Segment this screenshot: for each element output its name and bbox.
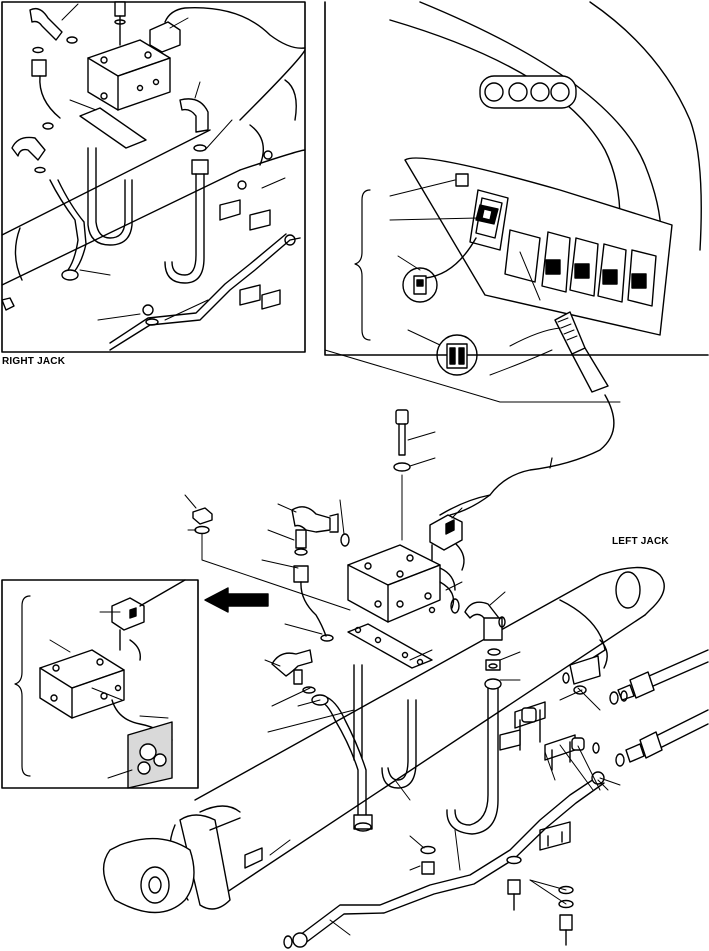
left-jack-cylinder [104,568,665,913]
valve-gasket-plate [348,624,432,668]
right-jack-u-pipe [88,148,132,245]
pointer-arrow [205,588,268,612]
switch-bank [505,230,656,306]
right-jack-bracket [2,298,14,310]
right-jack-top-bolt [115,2,125,45]
left-pipe-bend [312,695,372,831]
lower-fasteners [421,847,573,946]
right-jack-left-elbow [12,123,86,280]
u-pipe [354,665,416,788]
right-jack-solenoid [150,8,305,52]
right-jack-right-elbow [165,99,208,283]
main-leader-lines [185,432,620,935]
right-jack-leader-lines [62,4,285,320]
left-jack-label: LEFT JACK [612,536,669,547]
right-jack-valve-block [88,40,170,110]
left-detail-inset [2,580,198,788]
cab-leader-lines [390,180,540,345]
hydraulic-hoses [570,650,708,766]
switch-cable [450,395,614,515]
nut-and-washer [193,508,350,610]
cab-inset-brace [355,190,370,340]
harness-connector [490,312,608,392]
valve-mounting-bolt [394,410,410,540]
right-jack-cylinder [2,50,305,285]
right-jack-inset-frame [2,2,305,352]
left-jack-main-view [104,410,708,948]
switch-detail-icon [403,268,437,302]
connector-detail-icon [437,335,477,375]
left-detail-brace [15,596,30,776]
lower-elbow-fitting [272,650,315,693]
gauge-cluster [480,76,576,108]
valve-solenoid [430,495,490,570]
inset-connector-line [325,350,620,402]
pipe-clamps [500,702,584,850]
right-pipe-hook [447,679,501,834]
right-jack-inset [2,2,305,352]
valve-block [348,545,455,622]
cab-inset-frame [325,2,708,355]
right-jack-clamps [110,151,300,350]
o-rings [499,617,627,753]
panel-indicator [456,174,468,186]
upper-elbow-fitting [292,507,349,641]
right-jack-label: RIGHT JACK [2,356,66,367]
cab-switch-panel-inset [325,2,708,392]
right-jack-gasket-plate [80,108,146,148]
left-jack-clevis [104,839,194,913]
left-detail-inset-frame [2,580,198,788]
right-elbow-fitting [451,599,502,670]
right-jack-elbow-fitting [30,9,77,118]
rocker-switch [425,190,508,278]
